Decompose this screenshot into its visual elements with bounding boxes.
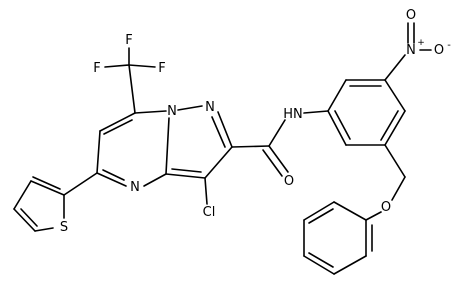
bond-c7-n-bridge <box>134 110 167 114</box>
bond-c5-thiophene <box>63 172 98 196</box>
bond-c7-c6 <box>99 112 136 132</box>
bond-c3-c3a <box>165 173 206 179</box>
bond-ph-c2-c3 <box>333 255 367 275</box>
bond-thio-c5-s <box>34 227 54 232</box>
bonds <box>13 22 432 275</box>
atom-n-pyrimidine: N <box>130 180 140 195</box>
atom-f-right: F <box>158 61 165 76</box>
bond-ph-c6-c1 <box>333 201 367 221</box>
atom-s-thiophene: S <box>60 220 68 235</box>
bond-ar-c4-c5-double <box>380 110 399 141</box>
atom-n-nitro-charge: + <box>417 38 425 48</box>
atom-o-nitro-charge: - <box>447 40 451 51</box>
bond-c7-c6-double <box>103 119 133 135</box>
bond-n2-c2 <box>217 111 233 148</box>
bond-n2-c2-double <box>211 116 226 148</box>
atom-cl: Cl <box>203 205 216 220</box>
bond-thio-c3-c4 <box>13 180 32 210</box>
bond-cf3-f-right <box>128 64 156 68</box>
bond-c3a-n-bridge <box>165 117 170 175</box>
bond-thio-c2-c3-double <box>32 176 61 190</box>
atom-o-ether: O <box>381 200 391 215</box>
bond-ar-c3-c4 <box>384 79 406 112</box>
bond-ether-o-a <box>391 176 406 201</box>
bond-ph-c5-c6-double <box>308 208 334 224</box>
bond-carbonyl-o <box>268 145 289 173</box>
bond-nh-aryl <box>303 110 329 114</box>
bond-c2-c3 <box>204 146 233 179</box>
bond-ar-nitro <box>384 54 406 81</box>
atom-n-pyrazole: N <box>205 100 215 115</box>
bond-ar-c4-c5 <box>384 110 406 146</box>
bond-ph-c3-c4-double <box>308 252 334 268</box>
bond-n4-c3a <box>143 173 167 187</box>
atom-o-nitro-right: O <box>434 43 444 58</box>
bond-ar-c6-c1-double <box>334 110 351 140</box>
bond-c2-carbonyl <box>231 145 270 148</box>
bond-n-bridge-n2 <box>177 105 203 111</box>
atom-nh-amide: HN <box>283 107 303 122</box>
bond-cf3-f-left <box>104 64 130 68</box>
bond-carbonyl-o-double <box>262 149 283 177</box>
bond-c3-c3a-double <box>171 168 202 173</box>
bond-ar-ether <box>384 144 406 178</box>
bond-carbonyl-nh <box>268 119 286 147</box>
bond-thio-c2-c3 <box>30 180 65 196</box>
atom-n-nitro: N <box>406 43 416 58</box>
bond-c3-cl <box>204 177 208 205</box>
atom-o-amide: O <box>284 174 294 189</box>
atom-o-nitro-top: O <box>406 8 416 23</box>
bond-thio-c4-c5-double <box>20 208 38 227</box>
bond-ph-c3-c4 <box>303 255 335 275</box>
bond-ether-o-b <box>365 211 382 221</box>
bond-ar-c1-c2 <box>327 79 347 112</box>
bond-c5-n4-double <box>102 169 125 181</box>
atom-n-bridge: N <box>167 104 177 119</box>
atom-labels: F F F N N N S Cl O HN N + O O - O <box>60 8 451 235</box>
bond-c7-cf3 <box>128 64 136 114</box>
bond-ph-c5-c6 <box>303 201 335 221</box>
bond-c5-n4 <box>96 172 127 187</box>
bond-thio-c4-c5 <box>13 208 36 232</box>
atom-f-left: F <box>93 61 100 76</box>
atom-f-top: F <box>125 33 132 48</box>
bond-ar-c6-c1 <box>327 110 347 146</box>
bond-c6-c5 <box>96 130 101 174</box>
